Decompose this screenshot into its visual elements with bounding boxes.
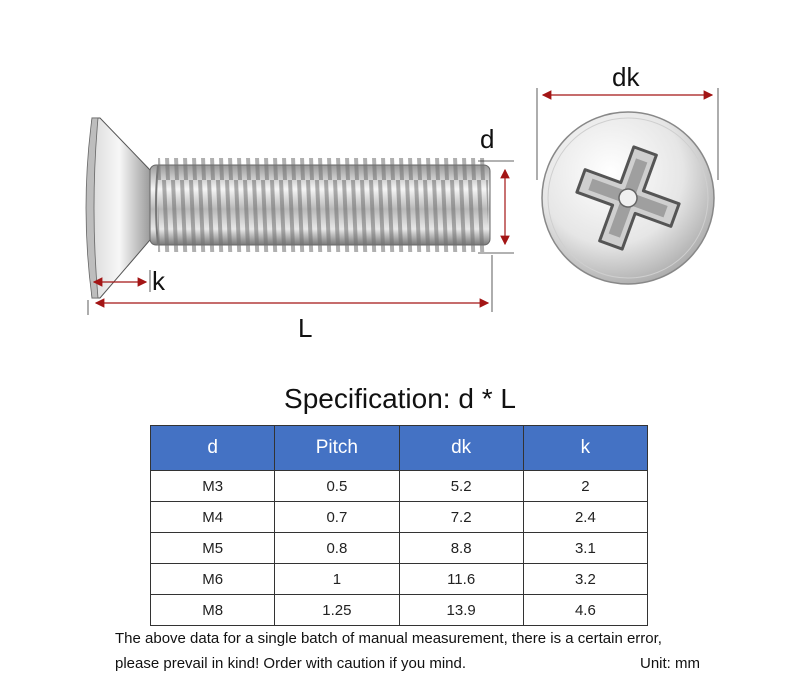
table-row: M4 0.7 7.2 2.4	[149, 501, 649, 533]
cell-dk: 13.9	[398, 594, 524, 626]
cell-pitch: 1	[274, 563, 400, 595]
cell-k: 3.2	[522, 563, 649, 595]
table-row: M6 1 11.6 3.2	[149, 563, 649, 595]
k-dimension-label: k	[152, 266, 165, 296]
dk-dimension-label: dk	[612, 62, 640, 92]
d-dimension-label: d	[480, 124, 495, 154]
cell-dk: 5.2	[398, 470, 524, 502]
cell-d: M6	[149, 563, 276, 595]
cell-k: 2.4	[522, 501, 649, 533]
col-header-k: k	[522, 425, 649, 471]
cell-pitch: 1.25	[274, 594, 400, 626]
col-header-pitch: Pitch	[274, 425, 400, 471]
cell-d: M4	[149, 501, 276, 533]
L-dimension-label: L	[298, 313, 313, 343]
table-row: M3 0.5 5.2 2	[149, 470, 649, 502]
table-row: M5 0.8 8.8 3.1	[149, 532, 649, 564]
screw-diagram	[85, 88, 719, 315]
unit-label: Unit: mm	[640, 655, 700, 672]
note-line-1: The above data for a single batch of man…	[115, 630, 662, 647]
spec-table-header: d Pitch dk k	[149, 425, 649, 471]
cell-pitch: 0.8	[274, 532, 400, 564]
screw-head	[88, 117, 151, 299]
cell-d: M5	[149, 532, 276, 564]
cell-dk: 7.2	[398, 501, 524, 533]
col-header-dk: dk	[398, 425, 524, 471]
dimension-lines	[87, 88, 719, 315]
screw-side-view	[85, 117, 491, 299]
screw-top-view	[541, 111, 715, 285]
cell-dk: 8.8	[398, 532, 524, 564]
spec-title: Specification: d * L	[284, 383, 516, 414]
cell-d: M8	[149, 594, 276, 626]
cell-d: M3	[149, 470, 276, 502]
col-header-d: d	[149, 425, 276, 471]
cell-pitch: 0.5	[274, 470, 400, 502]
cell-dk: 11.6	[398, 563, 524, 595]
cell-k: 4.6	[522, 594, 649, 626]
phillips-recess-icon	[575, 145, 681, 251]
note-line-2: please prevail in kind! Order with cauti…	[115, 655, 467, 672]
cell-k: 3.1	[522, 532, 649, 564]
table-row: M8 1.25 13.9 4.6	[149, 594, 649, 626]
cell-pitch: 0.7	[274, 501, 400, 533]
cell-k: 2	[522, 470, 649, 502]
spec-table: d Pitch dk k M3 0.5 5.2 2 M4 0.7 7.2 2.4…	[149, 425, 649, 626]
